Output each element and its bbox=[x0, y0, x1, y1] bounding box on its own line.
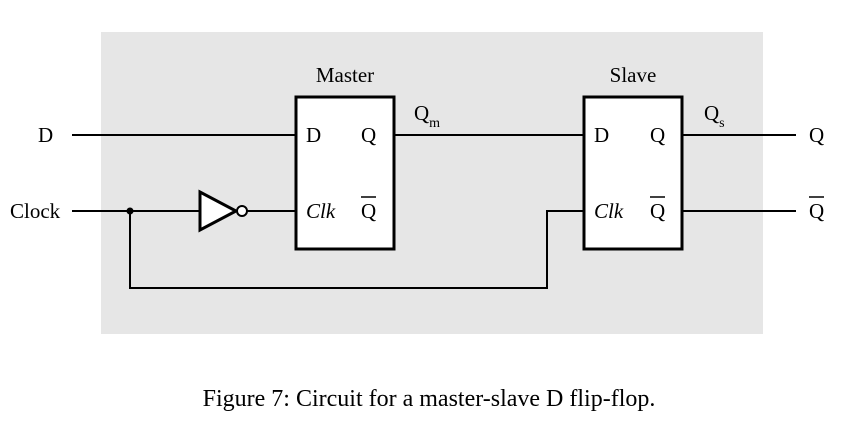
qm-label: Qm bbox=[414, 101, 440, 131]
slave-title: Slave bbox=[610, 63, 657, 87]
slave-flip-flop bbox=[582, 95, 684, 251]
master-pin-q: Q bbox=[361, 123, 376, 147]
slave-pin-q-bar: Q bbox=[650, 199, 665, 223]
q-output-label: Q bbox=[809, 123, 824, 147]
slave-pin-d: D bbox=[594, 123, 609, 147]
slave-pin-clk: Clk bbox=[594, 199, 624, 223]
clock-branch-wire bbox=[129, 210, 584, 289]
clock-input-label: Clock bbox=[10, 199, 61, 223]
master-pin-clk: Clk bbox=[306, 199, 336, 223]
master-pin-d: D bbox=[306, 123, 321, 147]
slave-pin-q: Q bbox=[650, 123, 665, 147]
q-bar-output-label: Q bbox=[809, 199, 824, 223]
not-gate-icon bbox=[198, 189, 248, 233]
qs-label: Qs bbox=[704, 101, 725, 131]
d-input-label: D bbox=[38, 123, 53, 147]
figure-caption: Figure 7: Circuit for a master-slave D f… bbox=[202, 386, 656, 412]
master-pin-q-bar: Q bbox=[361, 199, 376, 223]
master-flip-flop bbox=[294, 95, 396, 251]
master-title: Master bbox=[316, 63, 374, 87]
